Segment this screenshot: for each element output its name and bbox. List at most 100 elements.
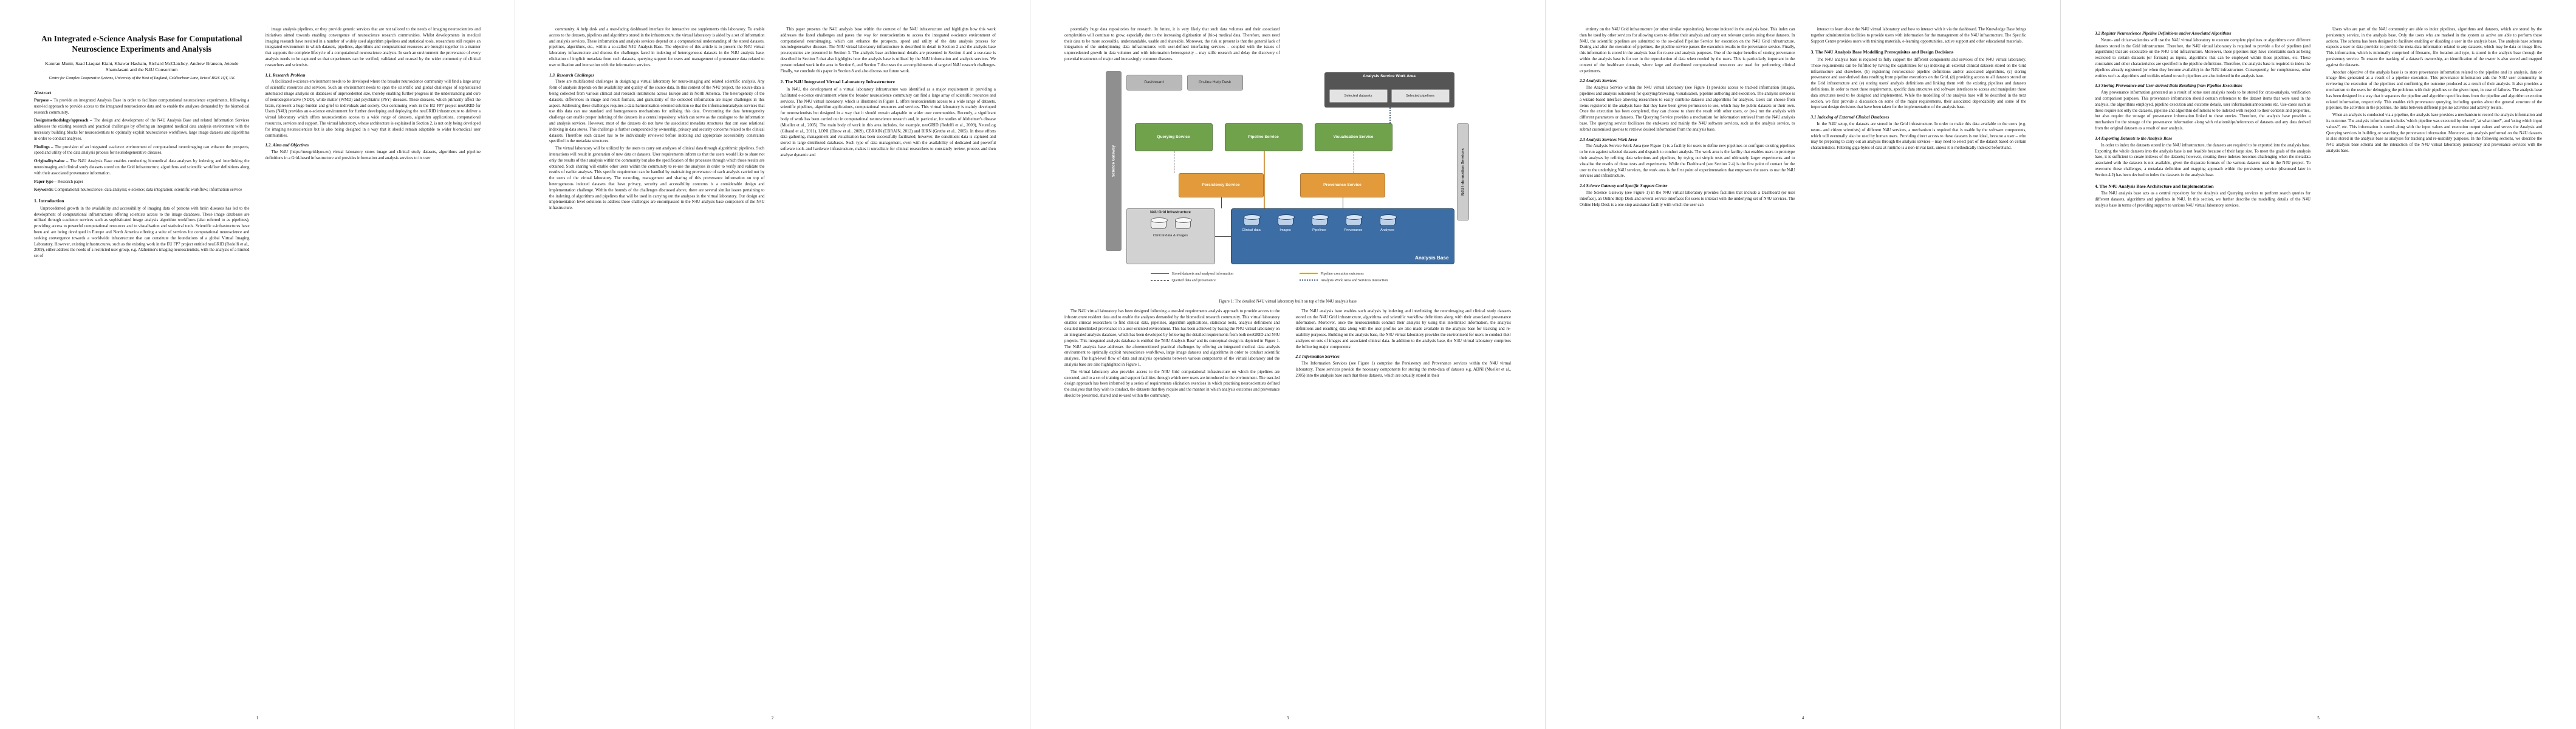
page-2-body: community. A help desk and a user-facing… xyxy=(549,27,996,697)
paragraph: The Science Gateway (see Figure 1) in th… xyxy=(1580,191,1795,207)
database-cylinder-icon xyxy=(1379,214,1397,226)
legend-line-dashed-icon xyxy=(1150,279,1169,281)
legend-line-dotted-icon xyxy=(1299,279,1318,281)
paper-affiliation: Centre for Complex Cooperative Systems, … xyxy=(49,76,235,80)
page-1-body: An Integrated e-Science Analysis Base fo… xyxy=(34,27,481,697)
paragraph: This paper presents the N4U analysis bas… xyxy=(780,27,996,74)
subsection-heading: 2.4 Science Gateway and Specific Support… xyxy=(1580,183,1668,189)
section-heading: 4. The N4U Analysis Base Architecture an… xyxy=(2095,183,2214,189)
figure-box-work-area: Analysis Service Work Area Selected data… xyxy=(1324,72,1454,108)
page-5: 3.2 Register Neuroscience Pipeline Defin… xyxy=(2061,0,2576,729)
paragraph: In order to index the datasets stored in… xyxy=(2095,143,2311,177)
paragraph: The virtual laboratory also provides acc… xyxy=(1064,369,1280,398)
page-number: 5 xyxy=(2317,716,2320,720)
subsection-heading: 1.1. Research Problem xyxy=(265,72,306,78)
page-1-left-column: An Integrated e-Science Analysis Base fo… xyxy=(34,27,250,697)
figure-box-visualisation-service: Visualisation Service xyxy=(1314,123,1392,151)
paragraph: entirety on the N4U Grid infrastructure … xyxy=(1580,27,1795,74)
connector-pipeline-outcome-line xyxy=(1263,151,1265,208)
paragraph: There are multifaceted challenges in des… xyxy=(549,80,765,144)
page-5-body: 3.2 Register Neuroscience Pipeline Defin… xyxy=(2095,27,2542,697)
page-3-left-column: The N4U virtual laboratory has been desi… xyxy=(1064,309,1280,400)
paragraph: Unprecedented growth in the availability… xyxy=(34,206,250,259)
paragraph: When an analysis is conducted via a pipe… xyxy=(2326,113,2542,153)
figure-box-analysis-base: Clinical data Images Pipelines Prov xyxy=(1230,208,1454,264)
page-number: 3 xyxy=(1286,716,1289,720)
figure-box-grid-infrastructure: N4U Grid Infrastructure Clinical data & … xyxy=(1126,208,1215,264)
subsection-heading: 3.2 Register Neuroscience Pipeline Defin… xyxy=(2095,31,2232,36)
paragraph: Users who are part of the N4U community … xyxy=(2326,27,2542,67)
page-2-right-column: This paper presents the N4U analysis bas… xyxy=(781,27,996,697)
database-cylinder-icon xyxy=(1277,214,1295,226)
paragraph: In the N4U setup, the datasets are store… xyxy=(1810,122,2027,151)
legend-item: Stored datasets and analysed information xyxy=(1150,272,1287,276)
figure-box-provenance-service: Provenance Service xyxy=(1300,173,1385,197)
abstract-label: Purpose – xyxy=(34,98,54,103)
legend-item: Analysis Work Area and Services interact… xyxy=(1299,278,1436,282)
paragraph: The virtual laboratory will be utilized … xyxy=(549,146,765,211)
abstract-item: Paper type – Research paper xyxy=(34,179,84,184)
figure-information-services-label: N4U Information Services xyxy=(1461,148,1465,196)
abstract-item: Originality/value – The N4U Analysis Bas… xyxy=(34,159,250,176)
paragraph: The Information Services (see Figure 1) … xyxy=(1295,361,1512,378)
page-2: community. A help desk and a user-facing… xyxy=(515,0,1030,729)
abstract-label: Originality/value – xyxy=(34,159,70,164)
subsection-heading: 3.3 Storing Provenance and User-derived … xyxy=(2095,83,2242,89)
abstract-label: Design/methodology/approach – xyxy=(34,118,94,123)
page-1-right-column: image analysis pipelines, or they provid… xyxy=(265,27,481,697)
paragraph: The N4U analysis base acts as a central … xyxy=(2095,191,2311,208)
subsection-heading: 1.3. Research Challenges xyxy=(549,72,595,78)
subsection-heading: 3.4 Exporting Datasets to the Analysis B… xyxy=(2095,135,2173,141)
page-3-right-column: The N4U analysis base enables such analy… xyxy=(1296,309,1512,400)
page-number: 4 xyxy=(1801,716,1804,720)
abstract-item: Findings – The provision of an integrate… xyxy=(34,145,250,156)
paragraph: The N4U (https://neugrid4you.eu) virtual… xyxy=(265,150,481,161)
paper-title: An Integrated e-Science Analysis Base fo… xyxy=(41,34,242,53)
legend-line-solid-icon xyxy=(1150,273,1169,274)
connector-persistency-line xyxy=(1221,197,1222,208)
analysis-base-store: Pipelines xyxy=(1308,214,1331,232)
figure-legend: Stored datasets and analysed information… xyxy=(1150,272,1436,282)
figure-caption: Figure 1: The detailed N4U virtual labor… xyxy=(1219,299,1357,304)
figure-box-dashboard: Dashboard xyxy=(1126,74,1182,91)
connector-grid-line xyxy=(1214,236,1231,237)
page-5-left-column: 3.2 Register Neuroscience Pipeline Defin… xyxy=(2095,27,2311,697)
paragraph: The N4U analysis base is required to ful… xyxy=(1810,58,2027,110)
page-1: An Integrated e-Science Analysis Base fo… xyxy=(0,0,515,729)
abstract-label: Paper type – xyxy=(34,179,58,184)
analysis-base-store: Clinical data xyxy=(1240,214,1263,232)
page-5-right-column: Users who are part of the N4U community … xyxy=(2326,27,2542,697)
subsection-heading: 2.2 Analysis Services xyxy=(1580,78,1617,84)
database-cylinder-icon xyxy=(1174,217,1192,229)
figure-box-selected-pipelines: Selected pipelines xyxy=(1391,89,1450,103)
paragraph: potentially huge data repositories for r… xyxy=(1064,27,1280,61)
paragraph: A facilitated e-science environment need… xyxy=(265,80,481,138)
page-2-left-column: community. A help desk and a user-facing… xyxy=(549,27,765,697)
paragraph: In N4U, the development of a virtual lab… xyxy=(780,87,996,157)
figure-analysis-base-label: Analysis Base xyxy=(1414,255,1449,261)
figure-1: Science Gateway Dashboard On-line Help D… xyxy=(1105,70,1470,297)
section-heading: 2. The N4U Integrated Virtual Laboratory… xyxy=(780,79,895,85)
legend-line-orange-icon xyxy=(1299,273,1318,275)
page-3-top-left-column: potentially huge data repositories for r… xyxy=(1064,27,1280,64)
figure-box-selected-datasets: Selected datasets xyxy=(1329,89,1388,103)
page-number: 2 xyxy=(771,716,774,720)
abstract-heading: Abstract xyxy=(34,90,52,95)
paper-authors: Kamran Munir, Saad Liaquat Kiani, Khawar… xyxy=(45,60,239,72)
analysis-base-store: Analyses xyxy=(1376,214,1399,232)
analysis-base-store: Images xyxy=(1274,214,1297,232)
paragraph: The N4U analysis base enables such analy… xyxy=(1295,309,1512,349)
database-cylinder-icon xyxy=(1311,214,1329,226)
subsection-heading: 1.2. Aims and Objectives xyxy=(265,143,309,148)
abstract-item: Purpose – To provide an integrated Analy… xyxy=(34,98,250,115)
page-4: entirety on the N4U Grid infrastructure … xyxy=(1546,0,2061,729)
paragraph: Another objective of the analysis base i… xyxy=(2326,70,2542,111)
figure-grid-datasets-label: Clinical data & images xyxy=(1153,233,1188,238)
page-4-right-column: interact to learn about the N4U virtual … xyxy=(1811,27,2027,697)
connector-work-area-line xyxy=(1389,107,1391,123)
page-3: potentially huge data repositories for r… xyxy=(1030,0,1546,729)
paragraph: The Analysis Service within the N4U virt… xyxy=(1580,86,1795,132)
database-cylinder-icon xyxy=(1345,214,1363,226)
analysis-base-cylinders: Clinical data Images Pipelines Prov xyxy=(1240,214,1399,232)
